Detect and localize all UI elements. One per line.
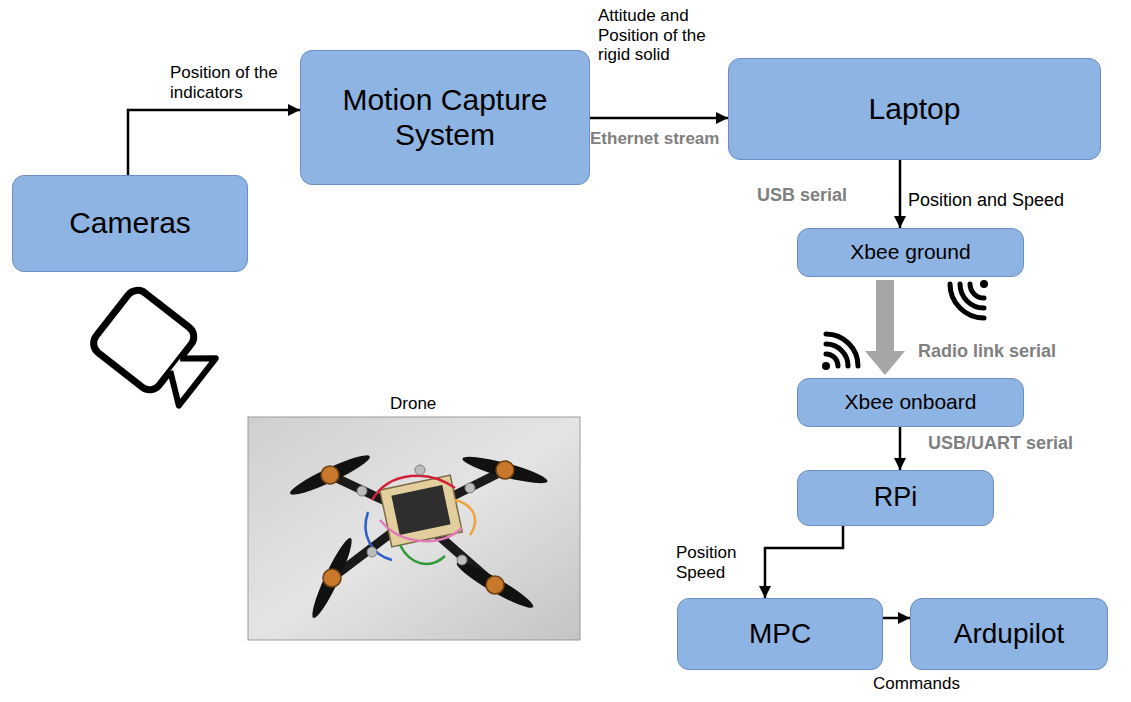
motor	[486, 576, 504, 594]
process-box: Laptop	[728, 58, 1101, 160]
motor	[323, 569, 341, 587]
interface-label: Ethernet stream	[590, 129, 719, 149]
radio-wave	[826, 344, 848, 366]
interface-label: Radio link serial	[918, 341, 1056, 362]
connector-arrow	[899, 427, 902, 470]
process-box: Xbee onboard	[797, 378, 1024, 427]
edge-label: Attitude and Position of the rigid solid	[598, 6, 726, 65]
flight-board	[391, 485, 450, 535]
connector-arrow	[899, 160, 902, 228]
camera-icon	[89, 286, 221, 412]
process-box: Xbee ground	[797, 228, 1024, 277]
propeller	[307, 535, 357, 621]
process-box: MPC	[677, 598, 883, 670]
box-label: Xbee onboard	[845, 390, 977, 414]
figure-caption: Drone	[390, 394, 436, 414]
camera-lens	[157, 341, 216, 406]
box-label: Ardupilot	[954, 618, 1065, 650]
marker-ball	[357, 486, 367, 496]
box-label: Xbee ground	[850, 240, 970, 264]
propeller	[453, 557, 536, 613]
box-label: Motion Capture System	[313, 83, 577, 152]
drone-arms	[330, 470, 505, 585]
box-label: MPC	[749, 618, 811, 650]
radio-dot	[822, 362, 830, 370]
connector-arrow	[765, 526, 843, 598]
wire	[380, 520, 462, 541]
mocap-markers	[357, 465, 475, 565]
connector-arrow	[128, 110, 300, 175]
propeller	[287, 450, 373, 500]
marker-ball	[415, 465, 425, 475]
box-label: RPi	[874, 482, 918, 513]
wire	[400, 545, 445, 564]
radio-wave	[950, 284, 984, 318]
radio-icon	[822, 334, 858, 370]
box-label: Cameras	[69, 206, 191, 241]
edge-label: Position of the indicators	[170, 63, 298, 102]
motor	[496, 461, 514, 479]
wire	[372, 476, 455, 500]
connector-arrow	[883, 617, 910, 620]
marker-ball	[465, 483, 475, 493]
radio-wave	[826, 354, 838, 366]
radio-wave	[826, 334, 858, 366]
connector-arrow	[590, 117, 728, 120]
process-box: Cameras	[12, 175, 248, 272]
process-box: Ardupilot	[910, 598, 1108, 670]
photo-frame	[248, 417, 580, 640]
interface-label: USB/UART serial	[928, 433, 1073, 454]
radio-wave	[970, 284, 984, 298]
wire	[365, 512, 392, 560]
box-label: Laptop	[869, 92, 961, 127]
motor	[321, 466, 339, 484]
process-box: Motion Capture System	[300, 50, 590, 185]
interface-label: USB serial	[757, 185, 847, 206]
process-box: RPi	[797, 470, 994, 526]
radio-wave	[960, 284, 984, 308]
edge-label: Position Speed	[676, 543, 756, 582]
marker-ball	[457, 555, 467, 565]
edge-label: Commands	[873, 674, 960, 694]
drone-propellers	[287, 450, 549, 621]
radio-dot	[980, 280, 988, 288]
wire	[455, 500, 475, 535]
drone-motors	[321, 461, 514, 594]
drone-photo	[248, 417, 580, 640]
radio-link-arrow	[865, 280, 905, 375]
marker-ball	[367, 547, 377, 557]
drone-wires	[365, 476, 475, 564]
radio-icon	[950, 280, 988, 318]
edge-label: Position and Speed	[908, 190, 1064, 211]
propeller	[461, 452, 550, 488]
